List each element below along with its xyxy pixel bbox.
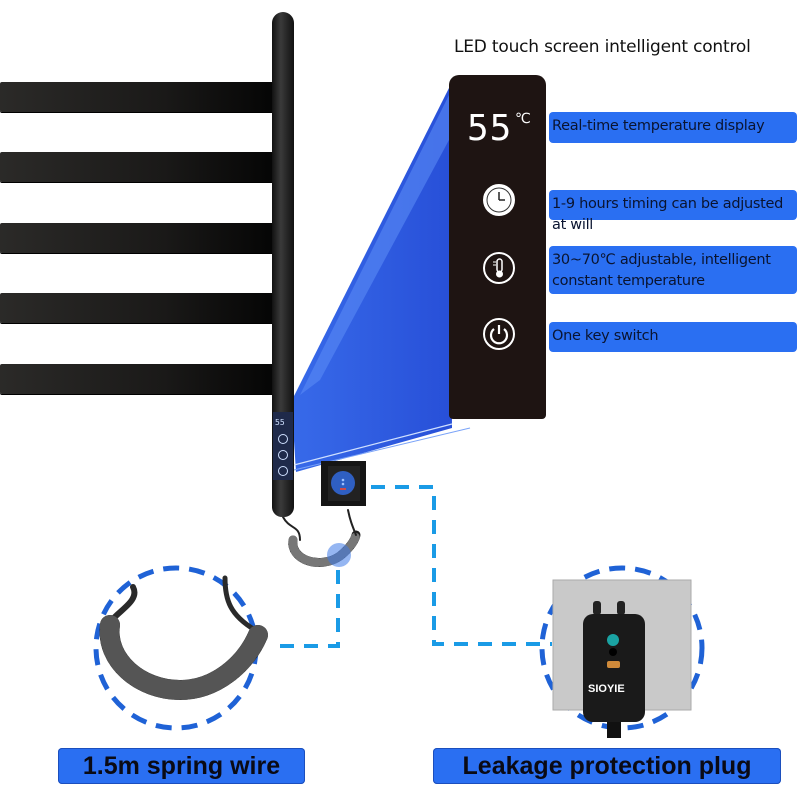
- feature-callout-temperature-range: 30~70℃ adjustable, intelligent constant …: [549, 246, 797, 294]
- mini-control-panel: 55: [273, 412, 293, 480]
- plug-dashed-circle: [539, 565, 705, 731]
- mini-temperature-display: 55: [275, 418, 285, 427]
- spring-wire-label: 1.5m spring wire: [58, 748, 305, 784]
- beam-edge: [293, 423, 453, 466]
- feature-callout-power-switch: One key switch: [549, 322, 797, 352]
- rail-bar: [0, 82, 274, 112]
- temperature-unit: ℃: [515, 110, 531, 126]
- feature-callout-temperature-display: Real-time temperature display: [549, 112, 797, 143]
- thermometer-icon[interactable]: [483, 252, 515, 284]
- temperature-display: 55: [467, 108, 513, 149]
- beam-highlight: [300, 95, 449, 395]
- power-icon[interactable]: [483, 318, 515, 350]
- rail-bar: [0, 152, 274, 182]
- feature-callout-timing: 1-9 hours timing can be adjusted at will: [549, 190, 797, 233]
- section-title: LED touch screen intelligent control: [454, 37, 751, 57]
- small-spring-cord: [282, 509, 361, 568]
- rail-bar: [0, 364, 274, 394]
- connector-dashed-line-spring: [272, 570, 340, 648]
- led-control-panel: [449, 75, 546, 419]
- rail-vertical-post: [272, 12, 294, 517]
- rail-bar: [0, 223, 274, 253]
- leakage-plug-label: Leakage protection plug: [433, 748, 781, 784]
- connector-dashed-line-plug: [347, 485, 552, 646]
- clock-icon[interactable]: [483, 184, 515, 216]
- rail-bar: [0, 293, 274, 323]
- mini-clock-icon[interactable]: [278, 434, 288, 444]
- mini-thermometer-icon[interactable]: [278, 450, 288, 460]
- mini-power-icon[interactable]: [278, 466, 288, 476]
- leakage-plug-illustration: [552, 579, 692, 738]
- spring-wire-coil-icon: [99, 575, 268, 701]
- mini-wall-plug: [321, 461, 366, 506]
- plug-brand-label: SIOYIE: [588, 683, 625, 695]
